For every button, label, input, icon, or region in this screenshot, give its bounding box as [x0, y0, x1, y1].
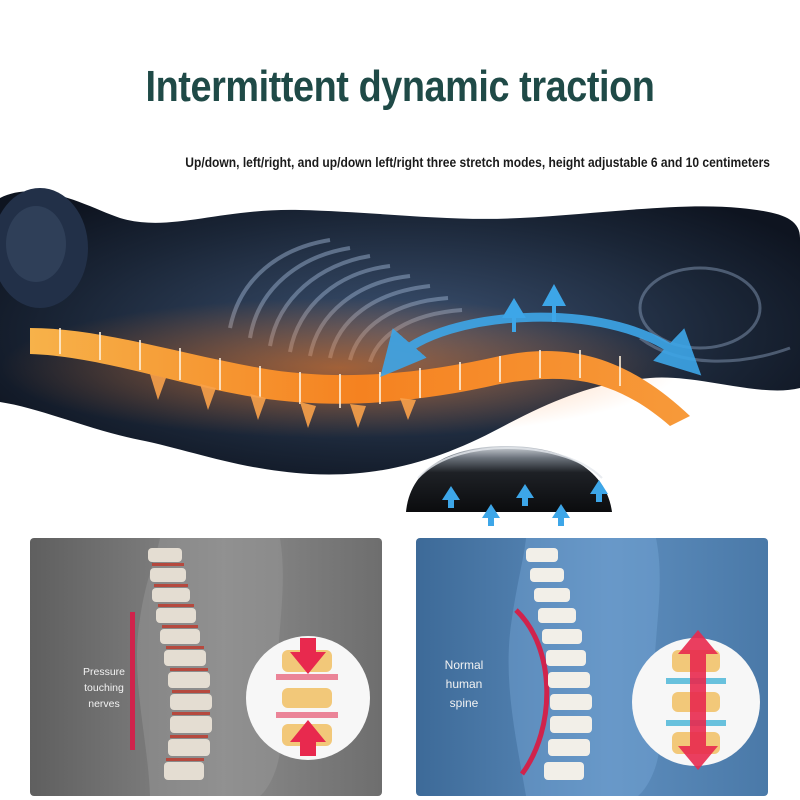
page-title: Intermittent dynamic traction: [145, 62, 655, 111]
spine-column-right: [526, 548, 592, 780]
traction-device: [406, 446, 612, 512]
normal-label: Normal human spine: [444, 658, 484, 710]
sideways-arrow: [380, 312, 702, 377]
comparison-panel-normal: Normal human spine: [416, 538, 768, 796]
page-subtitle: Up/down, left/right, and up/down left/ri…: [185, 154, 770, 170]
pressure-illustration: [130, 538, 370, 796]
lift-arrows: [502, 284, 566, 332]
pressure-bar: [130, 612, 135, 750]
traction-arrow: [678, 630, 718, 770]
spine-column-left: [148, 548, 212, 780]
device-arrows: [442, 480, 608, 526]
comparison-panel-pressure: Pressure touching nerves: [30, 538, 382, 796]
pressure-label: Pressure touching nerves: [82, 666, 125, 710]
normal-illustration: [508, 538, 760, 796]
compression-arrow-down: [290, 638, 326, 674]
hero-illustration: [0, 188, 800, 526]
curve-accent: [514, 608, 550, 776]
compression-arrow-up: [290, 720, 326, 756]
